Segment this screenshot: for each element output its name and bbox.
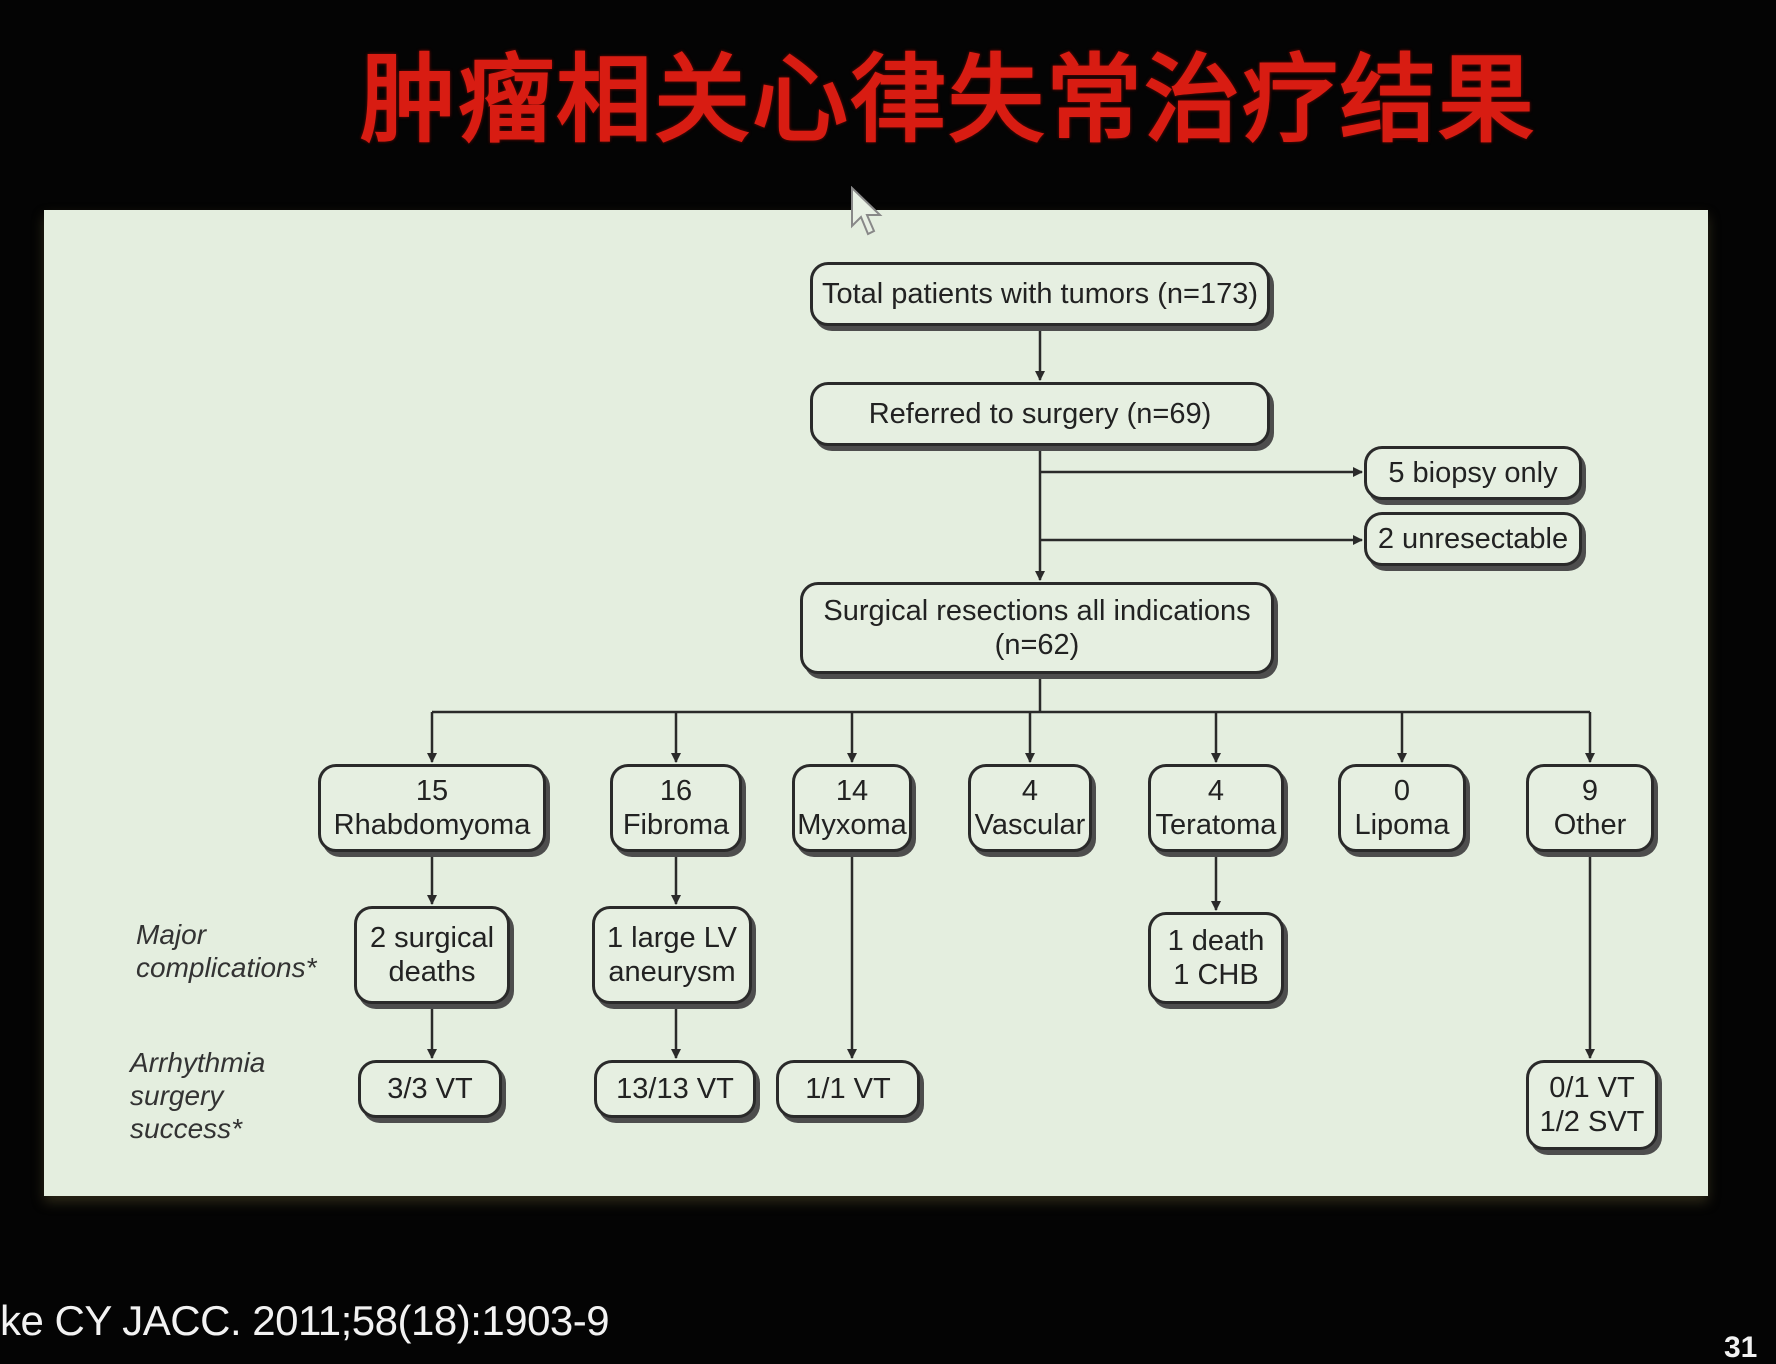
success-box-other: 0/1 VT 1/2 SVT [1526, 1060, 1658, 1150]
tumor-box-lipoma: 0 Lipoma [1338, 764, 1466, 852]
tumor-count: 0 [1393, 775, 1411, 807]
success-line: 0/1 VT [1549, 1072, 1635, 1104]
complication-box-rhabdomyoma: 2 surgical deaths [354, 906, 510, 1004]
success-line: 3/3 VT [387, 1073, 473, 1105]
success-line: 1/2 SVT [1539, 1106, 1645, 1138]
tumor-box-vascular: 4 Vascular [968, 764, 1092, 852]
referred-surgery-box: Referred to surgery (n=69) [810, 382, 1270, 446]
tumor-name: Myxoma [797, 809, 907, 841]
tumor-box-fibroma: 16 Fibroma [610, 764, 742, 852]
tumor-name: Rhabdomyoma [333, 809, 531, 841]
success-box-myxoma: 1/1 VT [776, 1060, 920, 1118]
citation-text: ke CY JACC. 2011;58(18):1903-9 [0, 1297, 610, 1344]
complication-line: aneurysm [608, 956, 736, 988]
biopsy-only-box: 5 biopsy only [1364, 446, 1582, 500]
success-box-rhabdomyoma: 3/3 VT [358, 1060, 502, 1118]
complication-line: 2 surgical [369, 922, 495, 954]
tumor-count: 15 [415, 775, 449, 807]
unresectable-box: 2 unresectable [1364, 512, 1582, 566]
tumor-name: Other [1553, 809, 1627, 841]
referred-surgery-label: Referred to surgery (n=69) [868, 398, 1212, 430]
tumor-count: 9 [1581, 775, 1599, 807]
biopsy-only-label: 5 biopsy only [1388, 457, 1558, 489]
row-label-line: success* [130, 1113, 243, 1144]
row-label-line: complications* [136, 952, 317, 983]
tumor-name: Lipoma [1354, 809, 1450, 841]
complication-line: 1 death [1167, 925, 1265, 957]
row-label-success: Arrhythmia surgery success* [130, 1046, 265, 1145]
row-label-line: Major [136, 919, 207, 950]
tumor-box-teratoma: 4 Teratoma [1148, 764, 1284, 852]
tumor-box-rhabdomyoma: 15 Rhabdomyoma [318, 764, 546, 852]
mouse-cursor-icon [851, 186, 883, 236]
tumor-count: 14 [835, 775, 869, 807]
surgical-resections-label: Surgical resections all indications [823, 595, 1251, 627]
complication-box-teratoma: 1 death 1 CHB [1148, 912, 1284, 1004]
page-number: 31 [1724, 1331, 1758, 1364]
row-label-line: Arrhythmia [130, 1047, 266, 1078]
total-patients-box: Total patients with tumors (n=173) [810, 262, 1270, 326]
tumor-name: Vascular [974, 809, 1086, 841]
tumor-name: Teratoma [1155, 809, 1277, 841]
complication-line: deaths [388, 956, 476, 988]
total-patients-label: Total patients with tumors (n=173) [821, 278, 1259, 310]
complication-box-fibroma: 1 large LV aneurysm [592, 906, 752, 1004]
complication-line: 1 large LV [606, 922, 738, 954]
row-label-line: surgery [130, 1080, 224, 1111]
success-box-fibroma: 13/13 VT [594, 1060, 756, 1118]
tumor-box-myxoma: 14 Myxoma [792, 764, 912, 852]
surgical-resections-box: Surgical resections all indications (n=6… [800, 582, 1274, 674]
unresectable-label: 2 unresectable [1377, 523, 1569, 555]
tumor-count: 4 [1021, 775, 1039, 807]
flowchart-panel: Total patients with tumors (n=173) Refer… [44, 210, 1708, 1196]
tumor-box-other: 9 Other [1526, 764, 1654, 852]
complication-line: 1 CHB [1173, 959, 1259, 991]
tumor-count: 16 [659, 775, 693, 807]
row-label-complications: Major complications* [136, 918, 317, 984]
tumor-count: 4 [1207, 775, 1225, 807]
success-line: 1/1 VT [805, 1073, 891, 1105]
connector-lines [427, 328, 1595, 1059]
surgical-resections-count: (n=62) [994, 629, 1080, 661]
tumor-name: Fibroma [622, 809, 730, 841]
success-line: 13/13 VT [616, 1073, 734, 1105]
slide-title: 肿瘤相关心律失常治疗结果 [360, 44, 1536, 156]
